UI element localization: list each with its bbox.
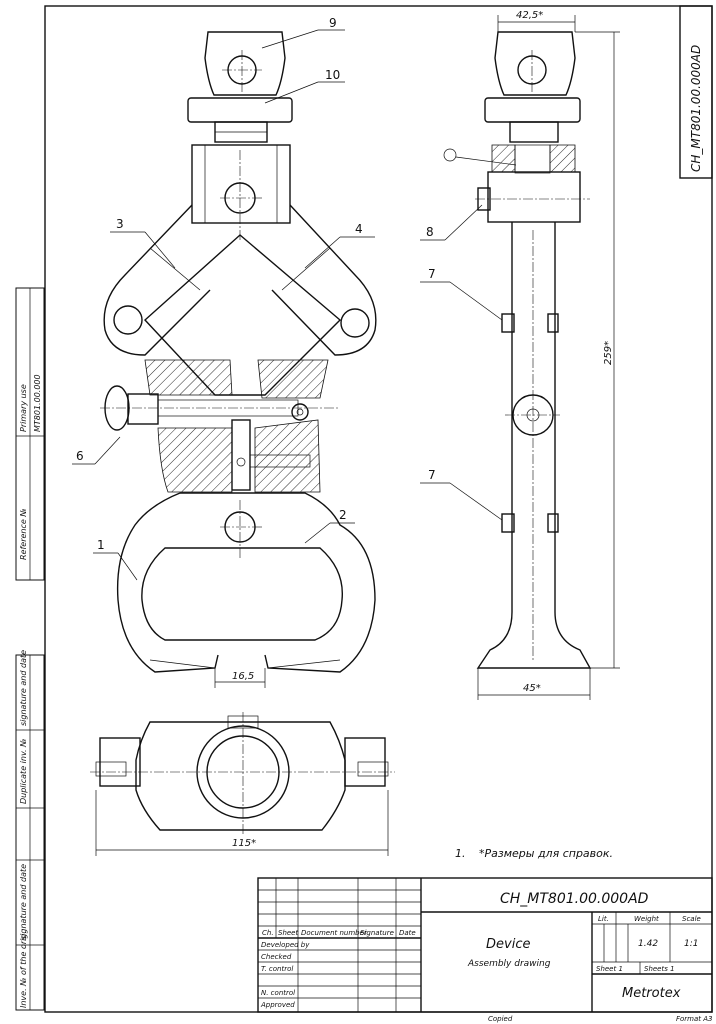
callout-3-label: 3 <box>116 217 124 231</box>
organization: Metrotex <box>622 986 681 1001</box>
callout-7-upper-label: 7 <box>428 267 436 281</box>
callout-3: 3 <box>110 217 176 269</box>
dim-height-text: 259* <box>603 341 614 365</box>
weight-label: Weight <box>634 915 659 923</box>
drawing-frame <box>44 5 713 1013</box>
col-document: Document number <box>301 929 368 937</box>
developed-by: Developed by <box>261 941 310 949</box>
callout-1-label: 1 <box>97 538 105 552</box>
callout-6-label: 6 <box>76 449 84 463</box>
side-view <box>443 31 592 669</box>
col-signature: Signature <box>360 929 394 937</box>
n-control: N. control <box>261 989 295 997</box>
callout-4: 4 <box>304 222 375 269</box>
t-control: T. control <box>261 965 293 973</box>
corner-code-box: CH_MT801.00.000AD <box>679 5 713 179</box>
callout-2: 2 <box>304 508 355 544</box>
plan-view <box>90 712 395 835</box>
front-view <box>100 31 377 673</box>
sheet-label: Sheet 1 <box>596 965 623 973</box>
callout-1: 1 <box>93 538 138 581</box>
reference-label: Reference № <box>19 508 28 560</box>
approved: Approved <box>260 1001 295 1009</box>
callout-10-label: 10 <box>325 68 340 82</box>
device-subtitle: Assembly drawing <box>467 959 551 969</box>
callout-2-label: 2 <box>339 508 347 522</box>
callout-7-lower: 7 <box>420 468 503 521</box>
callout-4-label: 4 <box>355 222 363 236</box>
dim-plan-width-text: 115* <box>232 838 256 849</box>
sheets-label: Sheets 1 <box>644 965 675 973</box>
callout-8-label: 8 <box>426 225 434 239</box>
dim-foot-width-text: 45* <box>523 683 541 694</box>
dim-top-width-text: 42,5* <box>516 10 543 21</box>
format-label: Format A3 <box>676 1015 713 1023</box>
side-strip: Primary use MT801.00.000 Reference № sig… <box>15 287 45 1011</box>
dim-gap-text: 16,5 <box>232 671 254 682</box>
note-text: *Размеры для справок. <box>479 847 613 860</box>
title-code: CH_MT801.00.000AD <box>500 891 649 907</box>
scale-value: 1:1 <box>684 939 698 949</box>
dimension-plan-width: 115* <box>95 790 389 856</box>
dimension-top-width: 42,5* <box>497 10 576 32</box>
callout-8: 8 <box>420 204 483 241</box>
primary-use-label: Primary use <box>19 384 28 432</box>
primary-use-value: MT801.00.000 <box>33 374 42 432</box>
note-number: 1. <box>455 847 466 860</box>
notes: 1. *Размеры для справок. <box>455 847 613 860</box>
duplicate-label: Duplicate inv. № <box>19 739 28 804</box>
corner-code-text: CH_MT801.00.000AD <box>689 45 703 172</box>
callout-7-lower-label: 7 <box>428 468 436 482</box>
signature-date-label-2: signature and date <box>19 864 28 940</box>
title-block: Ch. Sheet Document number Signature Date… <box>257 877 713 1013</box>
callout-9: 9 <box>261 16 345 49</box>
device-name: Device <box>486 937 530 952</box>
callout-6: 6 <box>72 436 121 465</box>
scale-label: Scale <box>682 915 701 923</box>
col-change: Ch. <box>262 929 274 937</box>
signature-date-label-1: signature and date <box>19 650 28 726</box>
col-sheet: Sheet <box>278 929 298 937</box>
callout-10: 10 <box>264 68 345 104</box>
col-date: Date <box>399 929 416 937</box>
inventory-label: Inve. № of the orig. <box>19 931 28 1008</box>
callout-7-upper: 7 <box>420 267 503 321</box>
dimension-foot-width: 45* <box>477 668 591 700</box>
copied-label: Copied <box>488 1015 513 1023</box>
dimension-height: 259* <box>575 31 620 669</box>
dimension-gap: 16,5 <box>214 668 266 688</box>
checked: Checked <box>261 953 292 961</box>
weight-value: 1.42 <box>638 939 658 949</box>
lit-label: Lit. <box>598 915 609 923</box>
callout-9-label: 9 <box>329 16 337 30</box>
